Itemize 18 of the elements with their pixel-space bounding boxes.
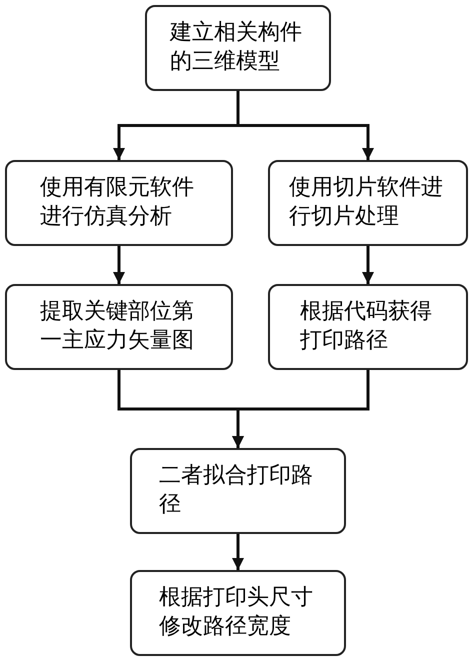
arrow: [113, 246, 125, 284]
process-box: [145, 5, 331, 91]
step-text: 根据打印头尺寸修改路径宽度: [158, 584, 314, 641]
process-box: [130, 570, 346, 656]
step-text: 使用切片软件进行切片处理: [288, 174, 444, 231]
arrow: [362, 246, 374, 284]
process-box: [268, 284, 468, 370]
process-box: [268, 160, 468, 246]
arrow: [232, 534, 244, 570]
step-text: 二者拟合打印路径: [158, 462, 314, 519]
process-box: [5, 284, 233, 370]
process-box: [130, 448, 346, 534]
step-text: 使用有限元软件进行仿真分析: [40, 174, 195, 231]
step-text: 建立相关构件的三维模型: [170, 19, 303, 76]
step-text: 根据代码获得打印路径: [300, 298, 433, 355]
arrow: [232, 370, 370, 448]
step-text: 提取关键部位第一主应力矢量图: [40, 298, 195, 355]
process-box: [5, 160, 233, 246]
